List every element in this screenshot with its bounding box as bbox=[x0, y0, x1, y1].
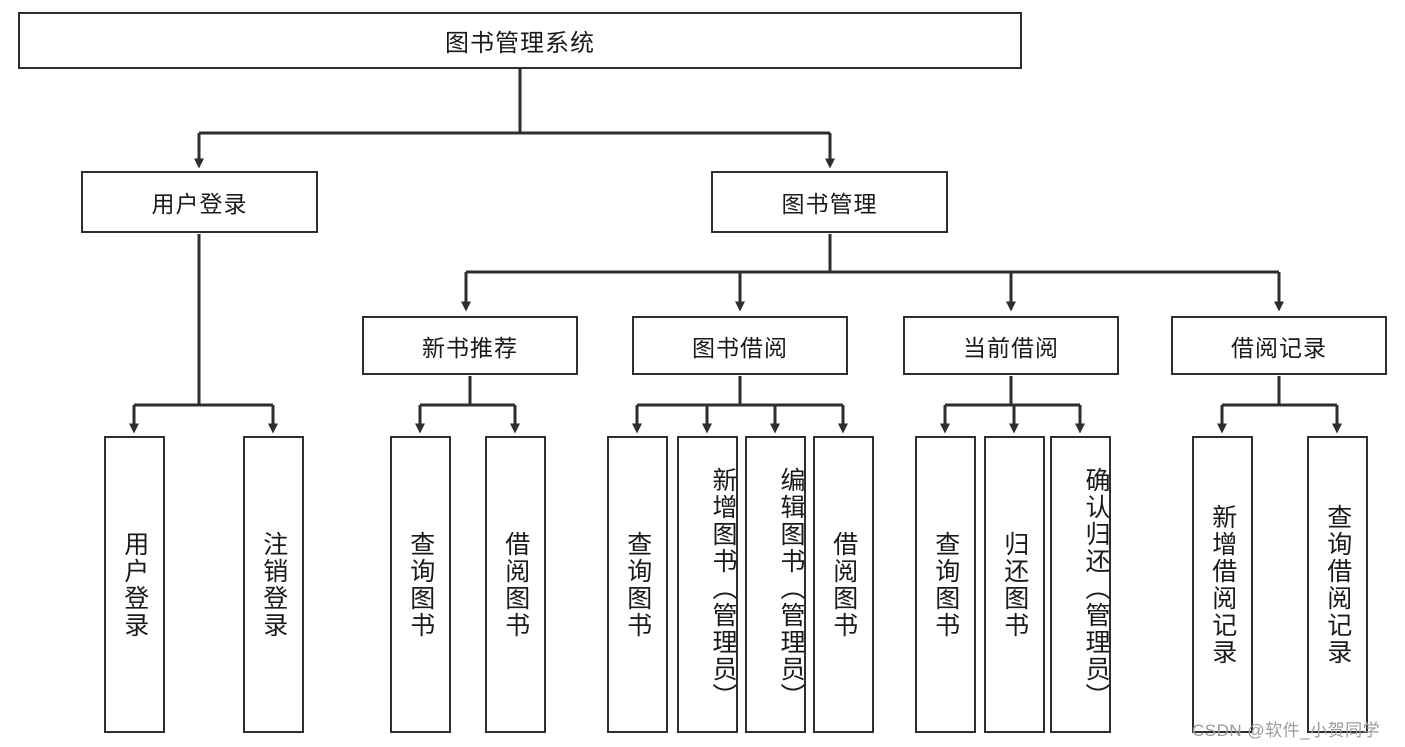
node-leaf-borrow-book-1[interactable]: 借阅图书 bbox=[485, 436, 546, 733]
node-label: 查询图书 bbox=[623, 530, 652, 639]
node-current-borrow[interactable]: 当前借阅 bbox=[903, 316, 1119, 375]
node-label: 当前借阅 bbox=[963, 334, 1059, 361]
node-label: 图书管理系统 bbox=[445, 30, 595, 57]
node-leaf-query-record[interactable]: 查询借阅记录 bbox=[1307, 436, 1368, 733]
node-label: 查询图书 bbox=[931, 530, 960, 639]
node-leaf-edit-book[interactable]: 编辑图书（管理员） bbox=[745, 436, 806, 733]
node-label: 借阅图书 bbox=[829, 530, 858, 639]
node-label: 借阅记录 bbox=[1231, 334, 1327, 361]
node-leaf-query-book-2[interactable]: 查询图书 bbox=[607, 436, 668, 733]
node-label: 用户登录 bbox=[120, 530, 149, 639]
node-label: 归还图书 bbox=[1000, 530, 1029, 639]
node-leaf-confirm-return[interactable]: 确认归还（管理员） bbox=[1050, 436, 1111, 733]
node-root-book-management-system[interactable]: 图书管理系统 bbox=[18, 12, 1022, 69]
node-label: 图书管理 bbox=[781, 191, 878, 217]
node-leaf-query-book-1[interactable]: 查询图书 bbox=[390, 436, 451, 733]
node-label: 图书借阅 bbox=[692, 334, 788, 361]
node-leaf-logout[interactable]: 注销登录 bbox=[243, 436, 304, 733]
node-book-manage[interactable]: 图书管理 bbox=[711, 171, 948, 233]
node-label: 用户登录 bbox=[151, 191, 248, 217]
node-user-login[interactable]: 用户登录 bbox=[81, 171, 318, 233]
node-leaf-add-book[interactable]: 新增图书（管理员） bbox=[677, 436, 738, 733]
node-label: 新增借阅记录 bbox=[1208, 503, 1237, 666]
node-label: 编辑图书（管理员） bbox=[777, 467, 805, 710]
node-label: 查询图书 bbox=[406, 530, 435, 639]
node-leaf-query-book-3[interactable]: 查询图书 bbox=[915, 436, 976, 733]
node-label: 新增图书（管理员） bbox=[709, 467, 737, 710]
node-leaf-return-book[interactable]: 归还图书 bbox=[984, 436, 1045, 733]
node-leaf-borrow-book-2[interactable]: 借阅图书 bbox=[813, 436, 874, 733]
node-label: 查询借阅记录 bbox=[1323, 503, 1352, 666]
node-borrow-record[interactable]: 借阅记录 bbox=[1171, 316, 1387, 375]
node-book-borrow[interactable]: 图书借阅 bbox=[632, 316, 848, 375]
node-label: 借阅图书 bbox=[501, 530, 530, 639]
node-label: 确认归还（管理员） bbox=[1082, 467, 1110, 710]
csdn-watermark: CSDN @软件_小贺同学 bbox=[1192, 721, 1381, 740]
node-leaf-add-record[interactable]: 新增借阅记录 bbox=[1192, 436, 1253, 733]
node-new-book-recommend[interactable]: 新书推荐 bbox=[362, 316, 578, 375]
node-label: 注销登录 bbox=[259, 530, 288, 639]
node-label: 新书推荐 bbox=[422, 334, 518, 361]
node-leaf-user-login[interactable]: 用户登录 bbox=[104, 436, 165, 733]
